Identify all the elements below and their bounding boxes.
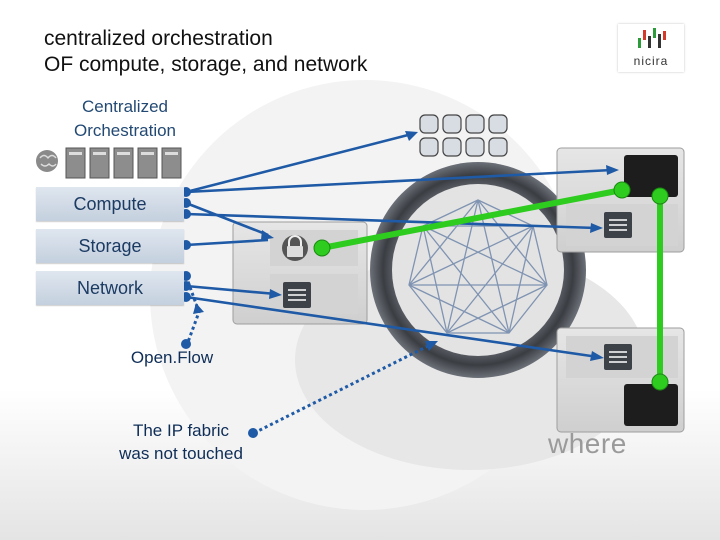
switch-arrows-icon (283, 282, 311, 308)
logo-text: nicira (633, 54, 669, 68)
title-line-1: centralized orchestration (44, 27, 273, 50)
server-rack-icon (65, 147, 182, 179)
arrow-storage-to-lock (185, 238, 269, 247)
title-line-2: OF compute, storage, and network (44, 53, 368, 76)
central-mesh-ring (370, 162, 586, 378)
network-button[interactable]: Network (36, 271, 184, 305)
storage-disk-icon (419, 114, 508, 157)
nicira-logo: nicira (618, 24, 684, 72)
arrow-network-to-lower-switch (185, 295, 599, 359)
arrow-compute-to-storage (185, 132, 413, 194)
orchestration-label: Centralized Orchestration (40, 95, 210, 143)
green-links (319, 187, 663, 385)
orchestration-line-1: Centralized (82, 97, 168, 116)
openflow-label: Open.Flow (130, 348, 214, 367)
where-text-fragment: where (548, 428, 627, 459)
arrow-compute-to-lock (185, 201, 269, 237)
logo-bars-icon (638, 28, 666, 48)
switch-arrows-icon (604, 212, 632, 238)
lock-icon (282, 235, 308, 261)
green-link-lock-to-right (319, 187, 625, 251)
arrow-network-to-left-switch (185, 284, 277, 296)
arrow-compute-to-right-switch (185, 212, 597, 230)
blue-arrow-heads (261, 131, 619, 361)
slide-title: centralized orchestration OF compute, st… (44, 26, 367, 78)
host-panel-right-lower (556, 327, 685, 433)
compute-button[interactable]: Compute (36, 187, 184, 221)
ip-fabric-label: The IP fabric was not touched (96, 419, 266, 465)
switch-arrows-icon (604, 344, 632, 370)
arrow-compute-to-right-host (185, 168, 613, 194)
ip-fabric-line-2: was not touched (119, 444, 243, 463)
storage-button[interactable]: Storage (36, 229, 184, 263)
orchestration-line-2: Orchestration (73, 121, 177, 140)
blue-connectors (185, 132, 613, 359)
brain-icon (36, 150, 58, 172)
host-panel-left (232, 221, 368, 325)
ip-fabric-line-1: The IP fabric (132, 421, 230, 440)
mesh-network-icon (408, 199, 548, 334)
